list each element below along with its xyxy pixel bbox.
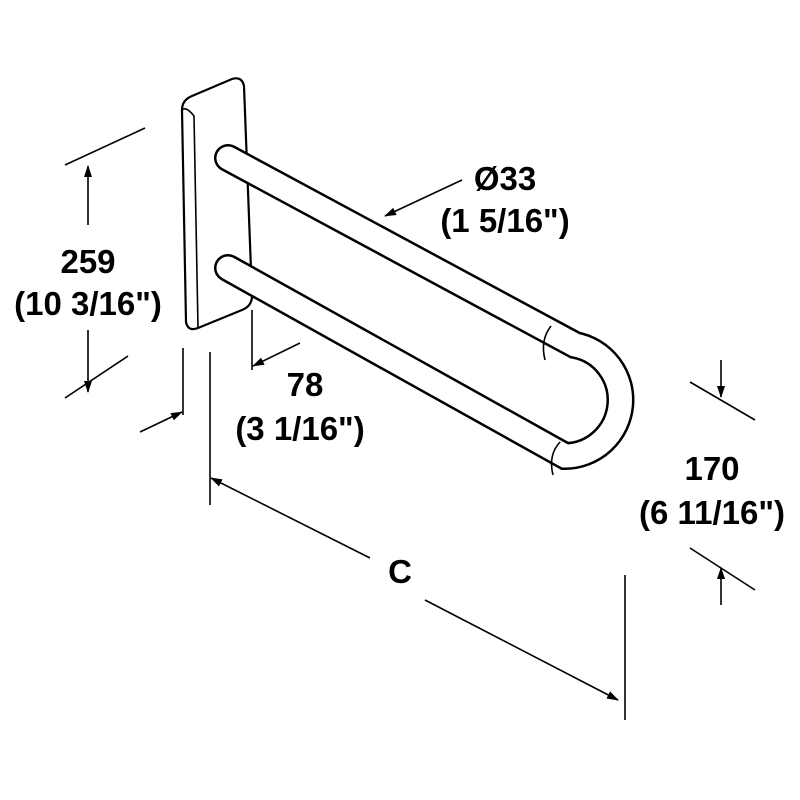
- plate-offset-imperial: (3 1/16"): [235, 410, 364, 447]
- diameter-dimension: Ø33 (1 5/16"): [384, 160, 570, 239]
- height-dimension: 259 (10 3/16"): [14, 127, 162, 399]
- length-value: C: [388, 553, 412, 590]
- grab-bar-tube: [214, 144, 635, 476]
- rail-spacing-value: 170: [684, 450, 739, 487]
- diameter-imperial: (1 5/16"): [440, 202, 569, 239]
- plate-offset-value: 78: [287, 366, 324, 403]
- height-imperial: (10 3/16"): [14, 285, 162, 322]
- rail-spacing-imperial: (6 11/16"): [639, 494, 785, 531]
- rail-spacing-dimension: 170 (6 11/16"): [639, 360, 785, 605]
- diameter-value: Ø33: [474, 160, 536, 197]
- plate-offset-dimension: 78 (3 1/16"): [139, 310, 365, 447]
- height-value: 259: [60, 243, 115, 280]
- length-dimension: C: [209, 352, 626, 720]
